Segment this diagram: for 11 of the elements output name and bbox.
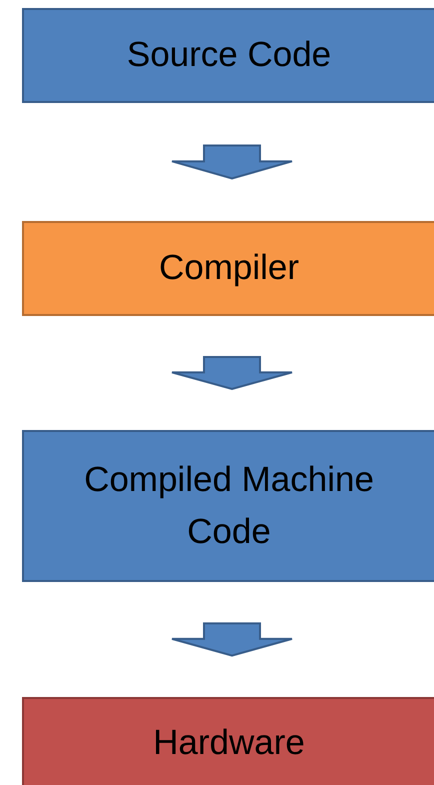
box-label: Compiled Machine Code [83, 458, 375, 553]
box-label: Compiler [158, 247, 300, 290]
block-arrow [171, 356, 293, 390]
block-arrow [171, 622, 293, 657]
box-label: Hardware [153, 722, 305, 764]
block-arrow [171, 144, 293, 180]
process-box [22, 430, 434, 582]
process-box [22, 8, 434, 103]
process-box [22, 221, 434, 316]
box-label: Source Code [126, 34, 332, 76]
process-box [22, 697, 434, 785]
